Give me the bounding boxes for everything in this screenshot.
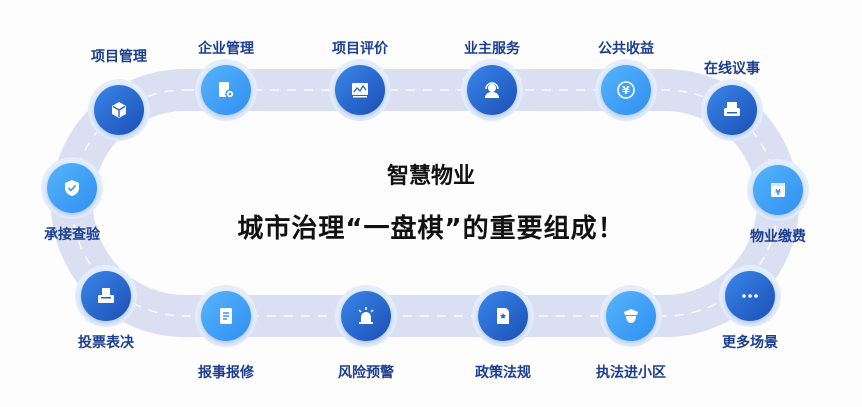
cube-icon	[112, 102, 126, 118]
svg-text:¥: ¥	[775, 188, 781, 197]
node-circle[interactable]	[47, 163, 97, 213]
node-circle[interactable]	[201, 291, 251, 341]
node-label: 风险预警	[338, 365, 394, 381]
node-label: 项目评价	[332, 41, 388, 57]
printer-icon	[724, 102, 740, 116]
subheadline: 城市治理“一盘棋”的重要组成！	[237, 214, 625, 244]
yen-bill-icon: ¥	[771, 183, 785, 197]
headset-icon	[485, 82, 499, 98]
node-label: 执法进小区	[596, 365, 666, 381]
node-label: 报事报修	[198, 365, 254, 381]
node-circle[interactable]	[467, 65, 517, 115]
node-label: 承接查验	[44, 227, 100, 243]
node-circle[interactable]	[341, 291, 391, 341]
headline: 智慧物业	[386, 164, 475, 189]
node-label: 投票表决	[78, 335, 134, 351]
node-circle[interactable]	[81, 271, 131, 321]
more-dots-icon	[742, 294, 758, 298]
node-circle[interactable]	[335, 65, 385, 115]
node-circle[interactable]: ¥	[753, 165, 803, 215]
node-circle[interactable]: ¥	[601, 65, 651, 115]
node-label: 公共收益	[598, 41, 654, 57]
police-badge-icon	[624, 309, 638, 323]
node-circle[interactable]	[707, 85, 757, 135]
node-label: 业主服务	[464, 41, 520, 57]
node-circle[interactable]	[201, 65, 251, 115]
node-circle[interactable]	[478, 291, 528, 341]
policy-document-icon	[497, 308, 509, 324]
node-circle[interactable]	[606, 291, 656, 341]
yen-coin-icon: ¥	[617, 81, 635, 99]
node-label: 更多场景	[722, 335, 778, 351]
node-circle[interactable]	[725, 271, 775, 321]
shield-check-icon	[65, 180, 79, 196]
node-circle[interactable]	[94, 85, 144, 135]
node-label: 政策法规	[475, 365, 531, 381]
document-gear-icon	[219, 82, 235, 99]
alarm-light-icon	[358, 307, 374, 324]
node-label: 在线议事	[704, 61, 760, 77]
chart-monitor-icon	[352, 83, 368, 98]
node-label: 项目管理	[91, 49, 147, 65]
report-form-icon	[220, 308, 232, 324]
node-label: 物业缴费	[750, 229, 806, 245]
svg-text:¥: ¥	[622, 84, 630, 97]
node-label: 企业管理	[198, 41, 254, 57]
ballot-box-icon	[98, 288, 114, 303]
